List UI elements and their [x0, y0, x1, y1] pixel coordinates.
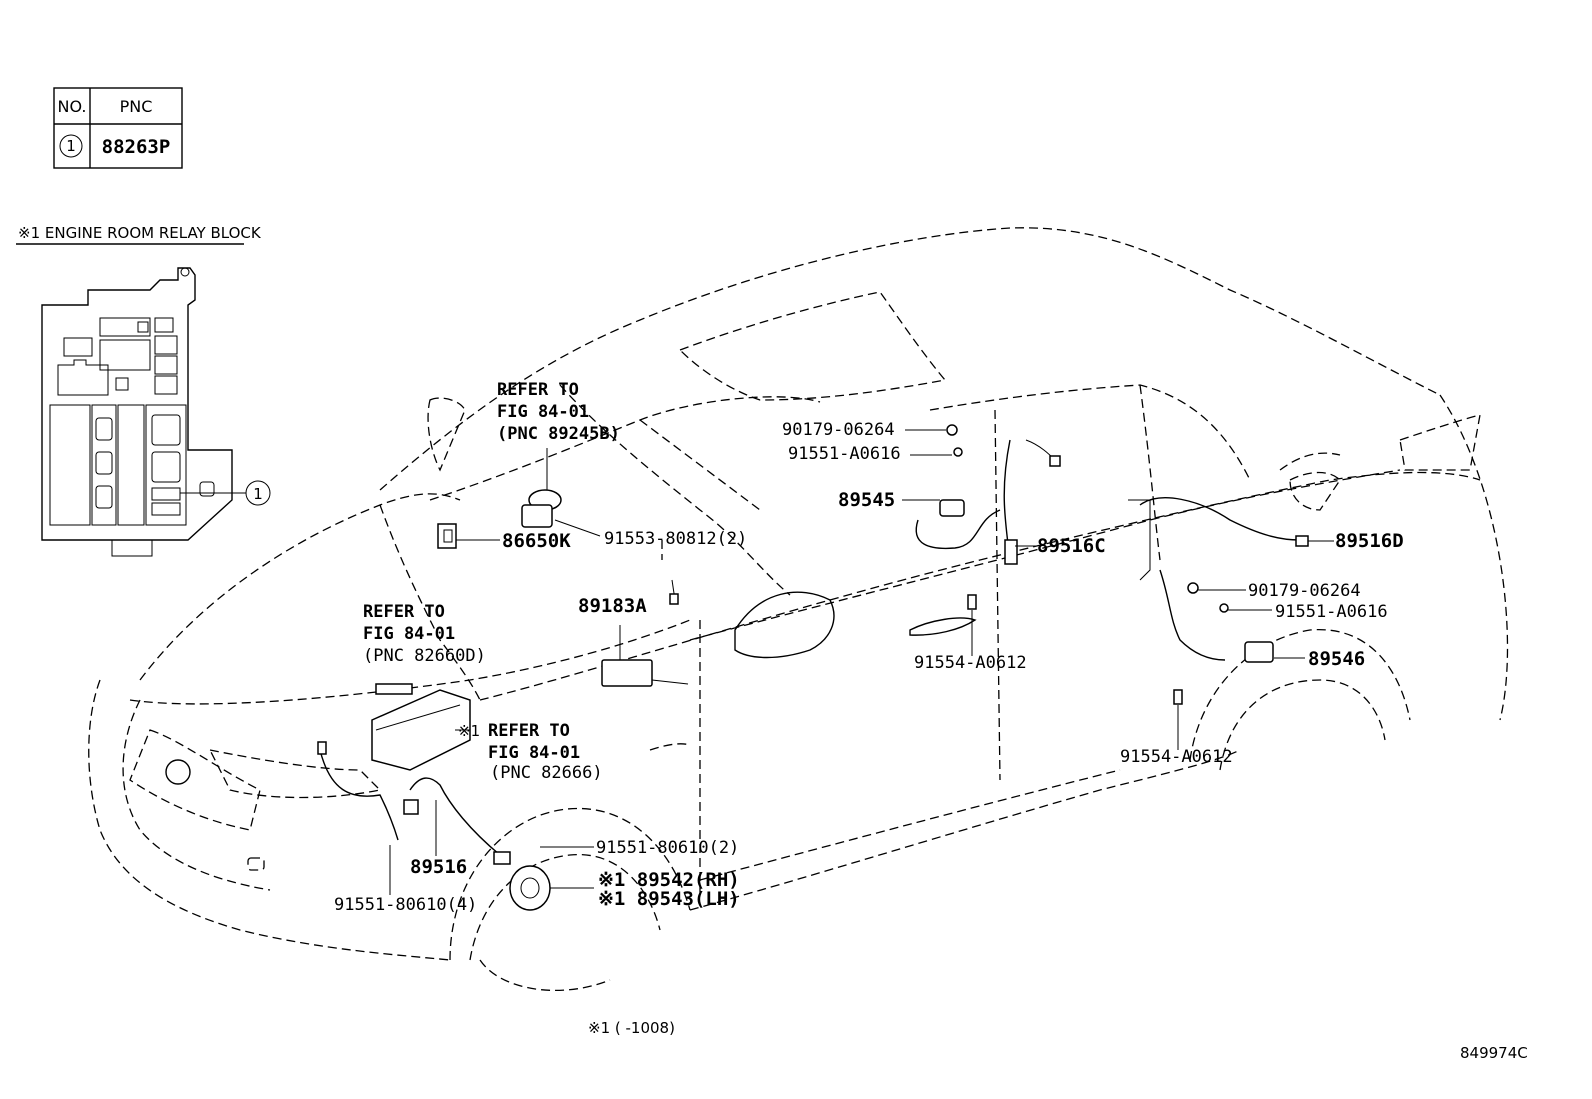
label-91554-A0612-front: 91554-A0612 — [914, 653, 1027, 673]
refer-prefix: ※1 — [458, 722, 480, 740]
refer-block-82660D: REFER TO FIG 84-01 (PNC 82660D) — [363, 602, 486, 666]
label-89183A: 89183A — [578, 595, 647, 617]
label-90179-06264-front: 90179-06264 — [782, 420, 895, 440]
label-91554-A0612-rear: 91554-A0612 — [1120, 747, 1233, 767]
refer-fig: FIG 84-01 — [363, 624, 455, 644]
footnote: ※1 ( -1008) — [588, 1019, 675, 1037]
relay-block-drawing — [41, 267, 233, 557]
rear-sensor-89516D-drawing — [1128, 497, 1309, 705]
refer-text: REFER TO — [363, 602, 445, 622]
pnc-table: NO. PNC 1 88263P — [53, 87, 183, 169]
part-89245B-sensor-drawing — [521, 448, 562, 528]
table-header-no: NO. — [58, 97, 87, 116]
table-cell-pnc: 88263P — [102, 136, 171, 158]
relay-block-title: ※1 ENGINE ROOM RELAY BLOCK — [18, 224, 262, 242]
label-89543-lh: ※1 89543(LH) — [598, 888, 740, 910]
label-91551-80610-4: 91551-80610(4) — [334, 895, 477, 915]
refer-block-82666: ※1 REFER TO FIG 84-01 (PNC 82666) — [458, 721, 603, 783]
leader-lines — [389, 429, 1334, 895]
refer-pnc: (PNC 89245B) — [497, 424, 620, 444]
label-89516C: 89516C — [1037, 535, 1106, 557]
refer-text: REFER TO — [497, 380, 579, 400]
refer-text: REFER TO — [488, 721, 570, 741]
refer-pnc: (PNC 82660D) — [363, 646, 486, 666]
label-86650K: 86650K — [502, 530, 571, 552]
label-91553-80812: 91553-80812(2) — [604, 529, 747, 549]
rear-sensor-89545-drawing — [915, 424, 1061, 610]
front-sensor-89516-drawing — [317, 741, 511, 865]
label-89545: 89545 — [838, 489, 895, 511]
label-91551-A0616-front: 91551-A0616 — [788, 444, 901, 464]
diagram-id: 849974C — [1460, 1044, 1528, 1062]
brake-disc-drawing — [509, 865, 551, 911]
car-outline — [88, 227, 1509, 991]
refer-fig: FIG 84-01 — [497, 402, 589, 422]
label-90179-06264-rear: 90179-06264 — [1248, 581, 1361, 601]
label-89542-rh: ※1 89542(RH) — [598, 869, 740, 891]
label-89516D: 89516D — [1335, 530, 1404, 552]
label-91551-A0616-rear: 91551-A0616 — [1275, 602, 1388, 622]
refer-pnc: (PNC 82666) — [490, 763, 603, 783]
refer-fig: FIG 84-01 — [488, 743, 580, 763]
label-91551-80610-2: 91551-80610(2) — [596, 838, 739, 858]
refer-block-89245B: REFER TO FIG 84-01 (PNC 89245B) — [497, 380, 620, 444]
part-89183A-drawing — [601, 579, 689, 687]
part-82660D-bracket-drawing — [371, 683, 471, 771]
table-header-pnc: PNC — [120, 97, 153, 116]
part-86650K-drawing — [437, 523, 457, 549]
label-89546: 89546 — [1308, 648, 1365, 670]
callout-1-label: 1 — [253, 485, 263, 503]
table-cell-no: 1 — [66, 137, 76, 155]
label-89516: 89516 — [410, 856, 467, 878]
relay-block-section: ※1 ENGINE ROOM RELAY BLOCK — [16, 224, 271, 557]
